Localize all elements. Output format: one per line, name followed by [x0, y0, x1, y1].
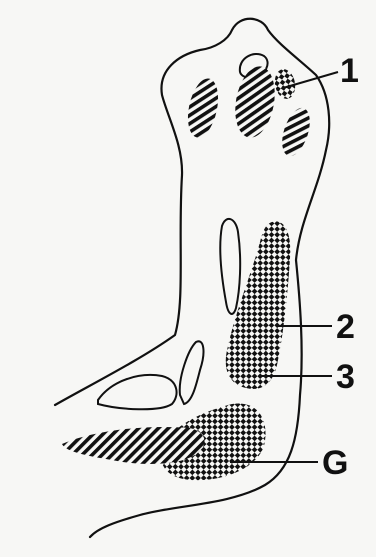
label-g: G: [322, 444, 348, 482]
hatched-region-upper-mid: [230, 63, 280, 141]
label-1: 1: [340, 52, 359, 90]
inner-contour-lower-small: [180, 341, 204, 404]
label-3: 3: [336, 358, 355, 396]
inner-contour-lower-large: [98, 375, 177, 409]
checkered-region-2-3: [226, 221, 291, 389]
inner-contour-mid: [220, 219, 240, 314]
hatched-region-g: [62, 427, 205, 464]
hatched-region-upper-right: [277, 105, 315, 160]
label-2: 2: [336, 308, 355, 346]
hatched-region-upper-left: [183, 76, 223, 141]
